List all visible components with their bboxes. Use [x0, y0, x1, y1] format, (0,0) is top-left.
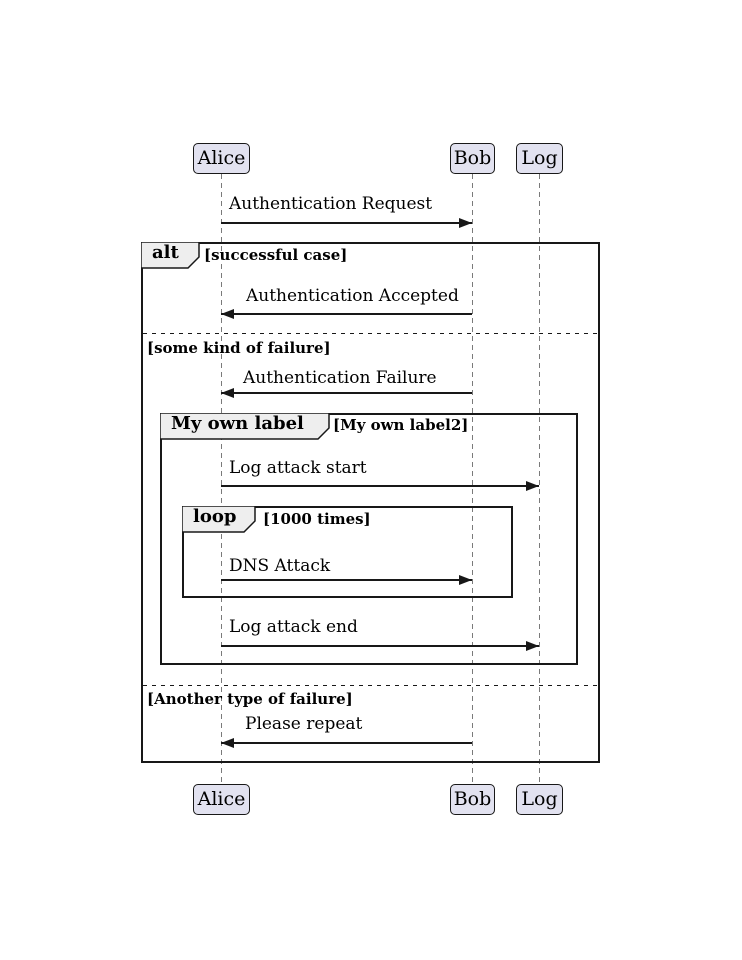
- arrowhead-left-icon: [221, 309, 234, 319]
- participant-alice-top: Alice: [193, 143, 250, 174]
- message-line: [221, 579, 472, 581]
- guard-some-kind-of-failure: [some kind of failure]: [147, 339, 331, 357]
- custom-group-label: My own label: [160, 413, 330, 440]
- guard-my-own-label2: [My own label2]: [333, 416, 469, 434]
- lifeline-alice: [221, 174, 222, 784]
- participant-label: Alice: [197, 147, 246, 169]
- message-text: Please repeat: [245, 714, 363, 734]
- message-text: Log attack start: [229, 458, 367, 478]
- participant-label: Log: [521, 788, 558, 810]
- guard-another-type-of-failure: [Another type of failure]: [147, 690, 353, 708]
- alt-frame-label: alt: [141, 242, 200, 269]
- participant-label: Bob: [453, 147, 492, 169]
- custom-group-keyword: My own label: [171, 413, 304, 434]
- participant-label: Bob: [453, 788, 492, 810]
- message-text: Authentication Accepted: [246, 286, 459, 306]
- alt-frame: [141, 242, 600, 763]
- arrowhead-right-icon: [459, 575, 472, 585]
- message-line: [221, 313, 472, 315]
- arrowhead-left-icon: [221, 738, 234, 748]
- message-text: Authentication Request: [229, 194, 433, 214]
- alt-section-divider-1: [143, 333, 598, 334]
- message-line: [221, 742, 472, 744]
- participant-log-bottom: Log: [516, 784, 563, 815]
- lifeline-bob: [472, 174, 473, 784]
- custom-group-frame: [160, 413, 578, 665]
- lifeline-log: [539, 174, 540, 784]
- alt-keyword: alt: [152, 242, 179, 263]
- message-line: [221, 485, 539, 487]
- arrowhead-left-icon: [221, 388, 234, 398]
- message-text: Log attack end: [229, 617, 358, 637]
- guard-1000-times: [1000 times]: [263, 510, 371, 528]
- participant-label: Alice: [197, 788, 246, 810]
- participant-log-top: Log: [516, 143, 563, 174]
- message-line: [221, 392, 472, 394]
- guard-successful-case: [successful case]: [204, 246, 348, 264]
- loop-frame-label: loop: [182, 506, 256, 533]
- message-text: DNS Attack: [229, 556, 331, 576]
- message-line: [221, 645, 539, 647]
- participant-label: Log: [521, 147, 558, 169]
- alt-label-pentagon-icon: [141, 242, 200, 269]
- loop-frame: [182, 506, 513, 598]
- loop-label-pentagon-icon: [182, 506, 256, 533]
- loop-keyword: loop: [193, 506, 237, 527]
- arrowhead-right-icon: [459, 218, 472, 228]
- participant-bob-top: Bob: [450, 143, 495, 174]
- custom-label-pentagon-icon: [160, 413, 330, 440]
- arrowhead-right-icon: [526, 481, 539, 491]
- message-line: [221, 222, 472, 224]
- participant-bob-bottom: Bob: [450, 784, 495, 815]
- arrowhead-right-icon: [526, 641, 539, 651]
- participant-alice-bottom: Alice: [193, 784, 250, 815]
- message-text: Authentication Failure: [243, 368, 437, 388]
- alt-section-divider-2: [143, 685, 598, 686]
